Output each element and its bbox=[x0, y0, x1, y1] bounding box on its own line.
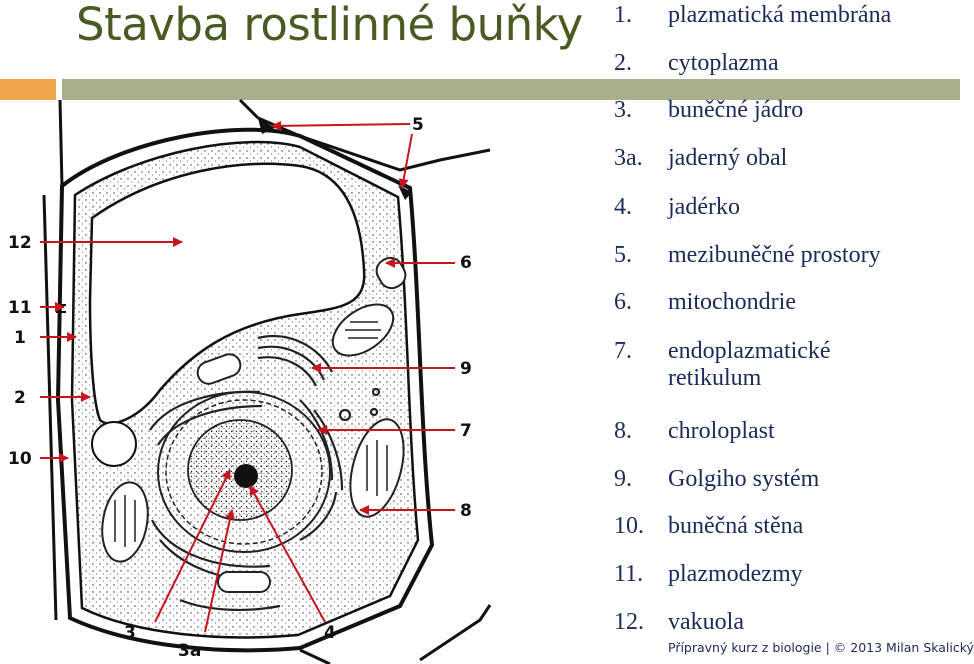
golgi-apparatus bbox=[257, 335, 381, 422]
legend-item: 3a.jaderný obal bbox=[614, 145, 788, 171]
diagram-label-9: 9 bbox=[460, 359, 472, 379]
legend-item: 8.chroloplast bbox=[614, 418, 775, 444]
diagram-label-2: 2 bbox=[14, 388, 26, 408]
diagram-number-labels: 5 12 6 11 1 9 2 7 10 8 3 3a 4 bbox=[8, 115, 472, 661]
diagram-label-10: 10 bbox=[8, 449, 32, 469]
legend-item: 9.Golgiho systém bbox=[614, 466, 820, 492]
diagram-label-4: 4 bbox=[324, 623, 336, 643]
legend-item: 4.jadérko bbox=[614, 194, 740, 220]
chloroplast-grana bbox=[114, 321, 388, 547]
pointer-lines bbox=[40, 120, 455, 633]
nuclear-envelope-inner bbox=[165, 399, 323, 545]
legend-item: 5.mezibuněčné prostory bbox=[614, 242, 881, 268]
diagram-label-8: 8 bbox=[460, 501, 472, 521]
accent-bar-olive bbox=[62, 79, 960, 100]
diagram-label-1: 1 bbox=[14, 328, 26, 348]
legend-item: 11.plazmodezmy bbox=[614, 561, 803, 587]
legend-item: 10.buněčná stěna bbox=[614, 513, 804, 539]
diagram-label-7: 7 bbox=[460, 421, 472, 441]
vesicle bbox=[91, 421, 137, 467]
cell-wall-outer bbox=[55, 127, 435, 653]
nucleolus bbox=[234, 464, 258, 488]
footer-credit: Přípravný kurz z biologie | © 2013 Milan… bbox=[668, 640, 974, 655]
diagram-label-11: 11 bbox=[8, 298, 32, 318]
neighbour-cell-walls bbox=[42, 98, 492, 664]
vacuole bbox=[88, 162, 366, 425]
legend-item: 3.buněčné jádro bbox=[614, 97, 804, 123]
slide-title: Stavba rostlinné buňky bbox=[76, 0, 583, 51]
legend-item: 1.plazmatická membrána bbox=[614, 2, 892, 28]
legend-item: 6.mitochondrie bbox=[614, 289, 796, 315]
mitochondria bbox=[196, 256, 407, 593]
diagram-label-3a: 3a bbox=[178, 641, 201, 661]
plant-cell-diagram: 5 12 6 11 1 9 2 7 10 8 3 3a 4 bbox=[8, 98, 492, 664]
diagram-label-3: 3 bbox=[124, 623, 136, 643]
diagram-label-5: 5 bbox=[412, 115, 424, 135]
diagram-label-12: 12 bbox=[8, 233, 32, 253]
accent-bar-orange bbox=[0, 79, 56, 100]
endoplasmic-reticulum bbox=[149, 390, 344, 611]
legend-item: 12.vakuola bbox=[614, 609, 744, 635]
legend-item: 2.cytoplazma bbox=[614, 50, 779, 76]
diagram-label-6: 6 bbox=[460, 253, 472, 273]
